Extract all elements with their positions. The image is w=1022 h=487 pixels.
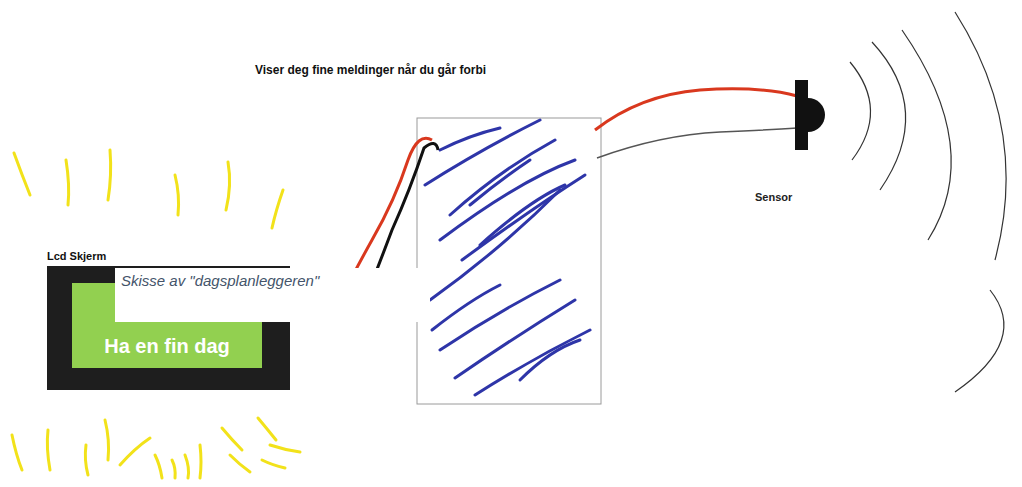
- breadboard: [417, 118, 601, 404]
- part-label: Sensor: [755, 191, 792, 203]
- node-heading: Lcd Skjerm: [47, 250, 290, 262]
- figure-caption: Skisse av "dagsplanleggeren": [115, 268, 430, 322]
- display-message: Ha en fin dag: [104, 335, 230, 358]
- board-scribbles: [425, 120, 590, 395]
- sensor-dome: [808, 98, 825, 132]
- sensor-wire-red: [595, 89, 797, 130]
- sensor-body: [795, 80, 808, 150]
- sensor-waves: [850, 12, 1006, 392]
- sensor-wire-grey: [597, 128, 797, 158]
- title: Viser deg fine meldinger når du går forb…: [255, 63, 486, 77]
